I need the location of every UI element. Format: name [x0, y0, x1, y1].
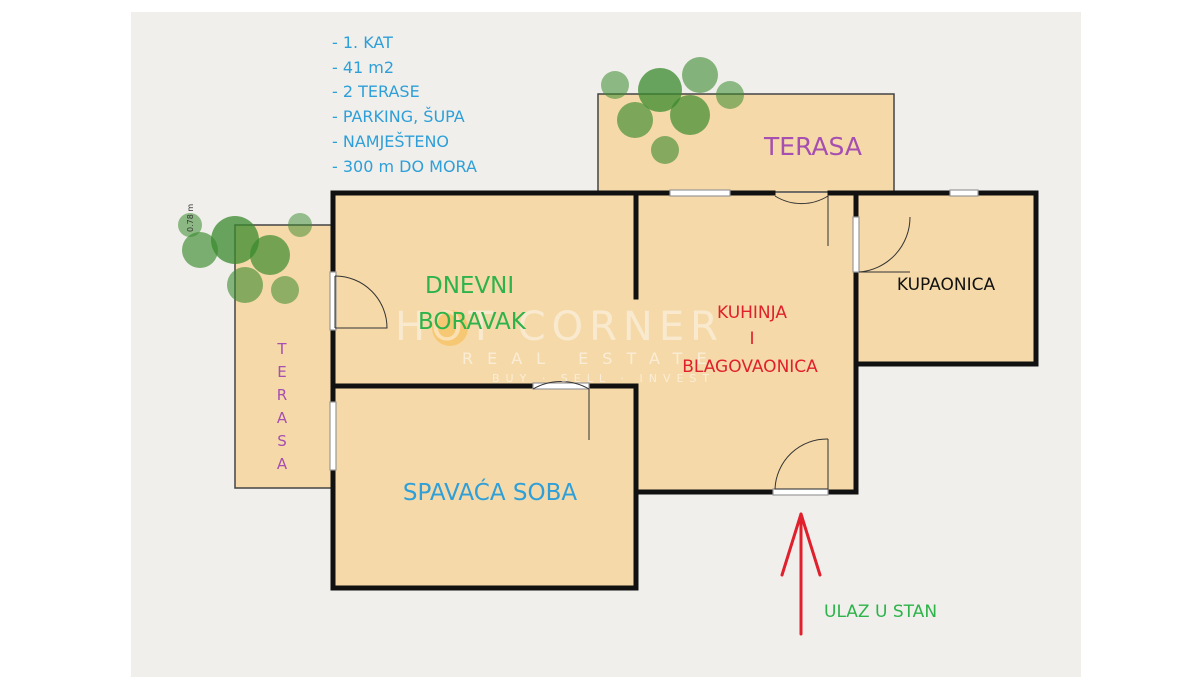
label-kuhinja: KUHINJA — [717, 303, 787, 323]
label-letter: A — [277, 409, 288, 427]
info-item: - 2 TERASE — [332, 82, 420, 101]
room-kupaonica — [856, 193, 1036, 364]
label-letter: T — [276, 340, 287, 358]
walls — [330, 190, 1039, 591]
info-item: - 300 m DO MORA — [332, 157, 477, 176]
room-kuhinja — [636, 193, 856, 492]
label-boravak: BORAVAK — [418, 309, 527, 335]
door-swings — [334, 195, 911, 490]
room-dnevni-boravak — [333, 193, 636, 386]
watermark: HOT CORNER REAL ESTATE BUY · SELL · INVE… — [395, 304, 724, 385]
label-terasa-top: TERASA — [763, 132, 862, 161]
info-item: - PARKING, ŠUPA — [332, 107, 465, 126]
label-letter: E — [277, 363, 286, 381]
label-blagovaonica: BLAGOVAONICA — [682, 357, 818, 377]
label-dnevni: DNEVNI — [425, 273, 514, 299]
watermark-tag: BUY · SELL · INVEST — [492, 372, 715, 385]
info-item: - 1. KAT — [332, 33, 393, 52]
room-spavaca-soba — [333, 386, 636, 588]
dimension-label: 0.78 m — [186, 204, 195, 232]
label-kupaonica: KUPAONICA — [897, 275, 996, 295]
label-letter: S — [277, 432, 287, 450]
windows — [329, 189, 979, 496]
entrance-label: ULAZ U STAN — [824, 602, 937, 622]
plant-icon — [178, 213, 312, 304]
label-spavaca-soba: SPAVAĆA SOBA — [403, 478, 577, 506]
entrance-arrow-icon — [780, 512, 822, 636]
label-terasa-side: T E R A S A — [276, 340, 287, 473]
label-letter: A — [277, 455, 288, 473]
watermark-sub: REAL ESTATE — [462, 349, 721, 368]
watermark-brand: HOT CORNER — [395, 304, 724, 350]
info-list: - 1. KAT - 41 m2 - 2 TERASE - PARKING, Š… — [332, 33, 477, 176]
plant-icon — [601, 57, 744, 164]
info-item: - NAMJEŠTENO — [332, 132, 449, 151]
sun-icon — [432, 310, 468, 346]
label-letter: R — [277, 386, 287, 404]
label-kuhinja-and: I — [749, 329, 754, 349]
info-item: - 41 m2 — [332, 58, 394, 77]
